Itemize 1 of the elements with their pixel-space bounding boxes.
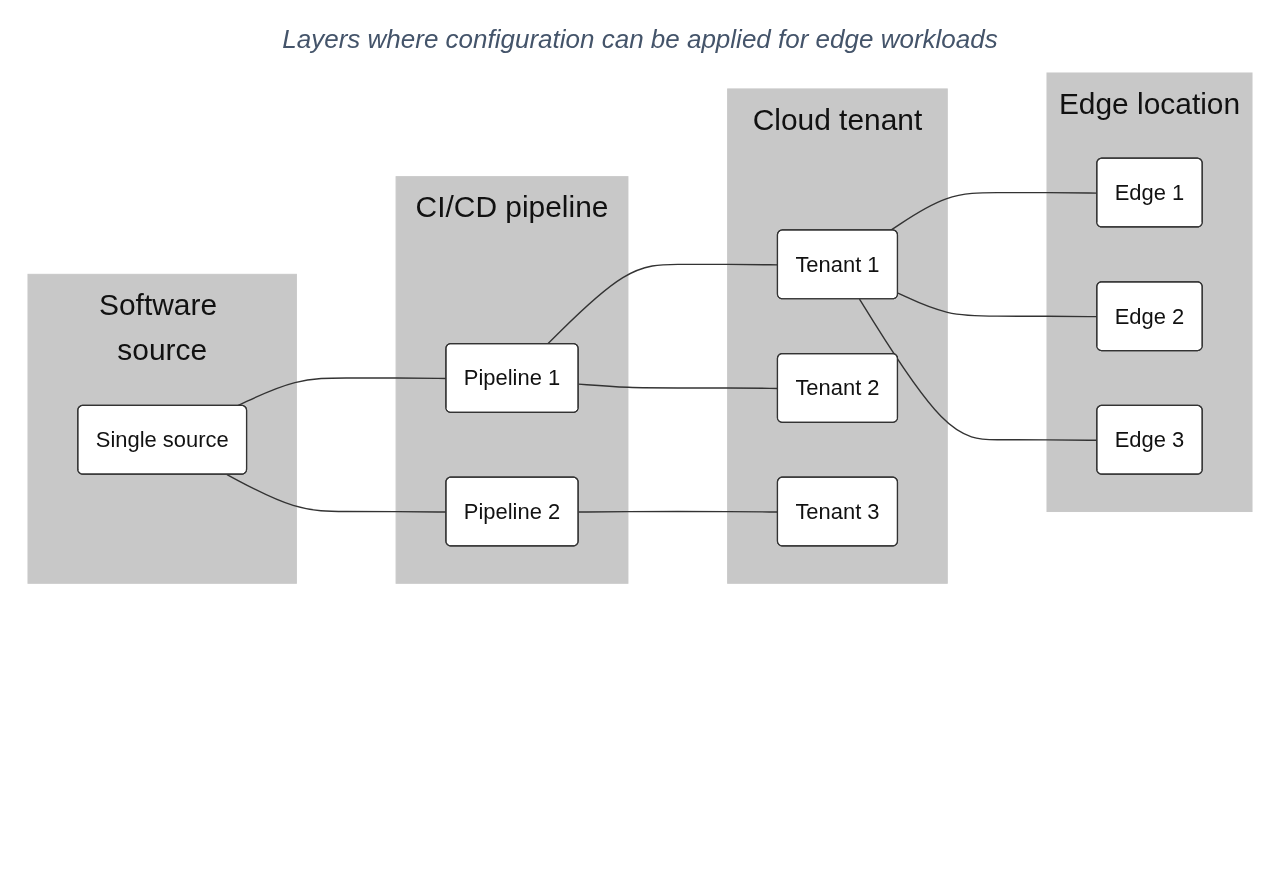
diagram-title: Layers where configuration can be applied for edge workloads bbox=[281, 24, 999, 55]
